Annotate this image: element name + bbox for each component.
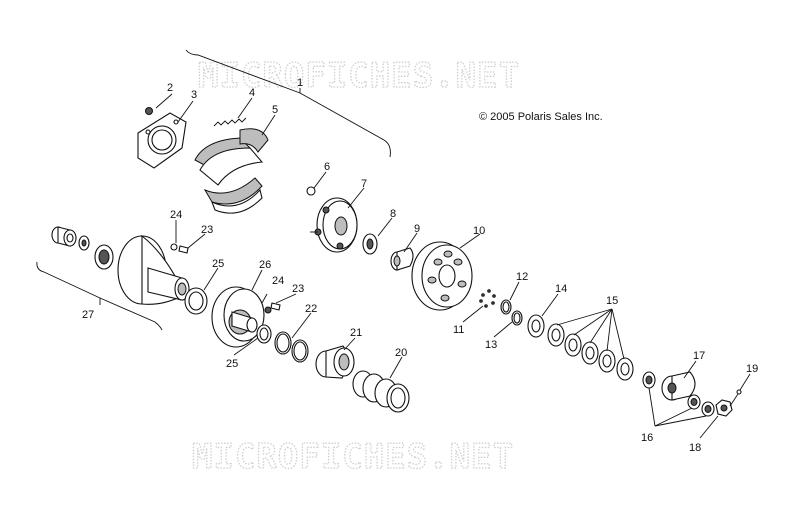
part-14-washer xyxy=(527,314,545,338)
callout-21: 21 xyxy=(350,327,362,339)
callout-23b: 23 xyxy=(292,283,304,295)
part-6-nut xyxy=(306,186,316,196)
part-7-drive-plate xyxy=(310,197,358,253)
part-3-plate xyxy=(137,112,187,169)
callout-12: 12 xyxy=(516,271,528,283)
copyright-text: © 2005 Polaris Sales Inc. xyxy=(479,111,603,123)
callout-9: 9 xyxy=(414,223,420,235)
callout-8: 8 xyxy=(390,208,396,220)
callout-14: 14 xyxy=(555,283,567,295)
callout-24b: 24 xyxy=(272,275,284,287)
part-2-screw xyxy=(145,107,153,115)
watermark-bottom: MICROFICHES.NET xyxy=(192,437,514,477)
callout-5: 5 xyxy=(272,104,278,116)
part-bushing xyxy=(51,226,77,247)
part-12-ring xyxy=(500,299,512,315)
callout-18: 18 xyxy=(689,442,701,454)
part-8-bearing xyxy=(362,233,378,255)
part-5-clutch-shoes xyxy=(194,128,269,214)
part-11-balls xyxy=(479,289,496,308)
callout-24a: 24 xyxy=(170,209,182,221)
part-19-pin xyxy=(729,389,742,407)
callout-20: 20 xyxy=(395,347,407,359)
part-15-washers xyxy=(547,308,634,381)
callout-11: 11 xyxy=(453,324,464,336)
callout-19: 19 xyxy=(746,363,758,375)
callout-16: 16 xyxy=(641,432,653,444)
callout-6: 6 xyxy=(324,161,330,173)
part-23-24-fasteners-b xyxy=(264,302,281,314)
callout-labels: 1 2 3 4 5 6 7 8 9 10 11 12 13 14 15 16 1… xyxy=(82,77,758,454)
callout-7: 7 xyxy=(361,178,367,190)
callout-22: 22 xyxy=(305,303,317,315)
callout-10: 10 xyxy=(473,225,485,237)
part-seal-a xyxy=(78,235,90,251)
part-13-ring xyxy=(511,310,523,326)
part-27-sheave xyxy=(117,234,190,305)
part-26-movable-sheave xyxy=(211,286,265,348)
part-9-sleeve xyxy=(390,247,414,271)
callout-26: 26 xyxy=(259,259,271,271)
callout-27: 27 xyxy=(82,309,94,321)
part-10-clutch-drum xyxy=(411,241,473,311)
callout-23a: 23 xyxy=(201,224,213,236)
callout-25a: 25 xyxy=(212,258,224,270)
callout-4: 4 xyxy=(249,87,255,99)
part-21-sleeve xyxy=(315,345,355,379)
callout-17: 17 xyxy=(693,350,705,362)
part-18-nut xyxy=(715,399,733,417)
callout-13: 13 xyxy=(485,339,497,351)
part-22-rings xyxy=(274,331,309,363)
part-bearing-a xyxy=(94,244,114,270)
watermark-top: MICROFICHES.NET xyxy=(198,56,520,96)
part-20-spring xyxy=(352,370,410,413)
part-17-spacer xyxy=(661,371,696,401)
callout-3: 3 xyxy=(191,89,197,101)
callout-2: 2 xyxy=(167,82,173,94)
part-16-washers xyxy=(642,371,715,427)
callout-15: 15 xyxy=(606,295,618,307)
leader-lines xyxy=(155,93,751,439)
part-25-seal-b xyxy=(256,324,272,344)
part-4-spring xyxy=(213,117,247,127)
part-25-seal-a xyxy=(184,287,208,315)
part-23-24-fasteners-a xyxy=(170,243,189,254)
callout-1: 1 xyxy=(297,77,303,89)
callout-25b: 25 xyxy=(226,358,238,370)
